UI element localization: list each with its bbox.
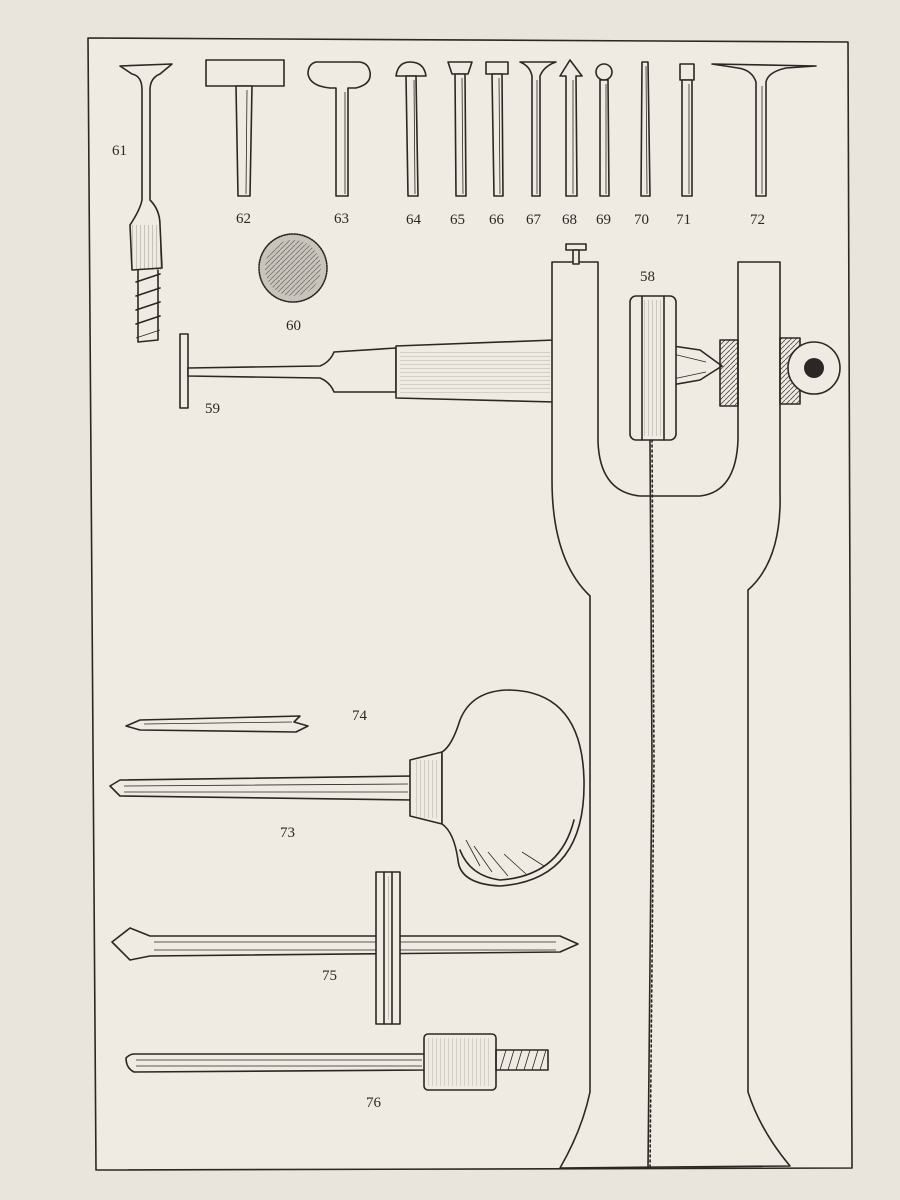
tool-64-button-punch [395, 61, 427, 197]
figure-label-59: 59 [205, 401, 220, 417]
tool-76-screw-tap [125, 1033, 549, 1091]
figure-label-61: 61 [112, 143, 127, 159]
figure-label-68: 68 [562, 212, 577, 228]
figure-label-69: 69 [596, 212, 611, 228]
figure-label-67: 67 [526, 212, 542, 228]
figure-label-64: 64 [406, 212, 422, 228]
figure-label-74: 74 [352, 708, 368, 724]
figure-label-66: 66 [489, 212, 505, 228]
figure-label-63: 63 [334, 211, 349, 227]
tool-62-square-punch [205, 59, 285, 197]
tool-61-screw-bit [119, 63, 173, 343]
figure-label-73: 73 [280, 825, 295, 841]
tool-68-pointed-punch [559, 59, 583, 197]
figure-label-60: 60 [286, 318, 301, 334]
figure-label-72: 72 [750, 212, 765, 228]
tool-66-square-tip-punch [485, 61, 509, 197]
tool-73-graver [109, 689, 585, 887]
tool-69-ball-punch [595, 63, 613, 197]
figure-label-70: 70 [634, 212, 649, 228]
tool-58-frame [551, 243, 841, 1169]
tool-74-awl-blade [125, 715, 309, 733]
tool-70-needle-punch [640, 61, 651, 197]
tool-60-toothed-disc [258, 233, 328, 303]
figure-label-58: 58 [640, 269, 655, 285]
tool-75-pump-drill [111, 871, 579, 1025]
figure-label-65: 65 [450, 212, 465, 228]
figure-label-76: 76 [366, 1095, 382, 1111]
tool-67-wedge-punch [519, 61, 557, 197]
figure-label-71: 71 [676, 212, 691, 228]
tool-72-wide-chisel [711, 63, 817, 197]
tool-63-round-punch [307, 61, 372, 197]
tool-71-small-square-punch [679, 63, 695, 197]
figure-label-62: 62 [236, 211, 251, 227]
tool-65-flat-punch [447, 61, 473, 197]
figure-label-75: 75 [322, 968, 337, 984]
